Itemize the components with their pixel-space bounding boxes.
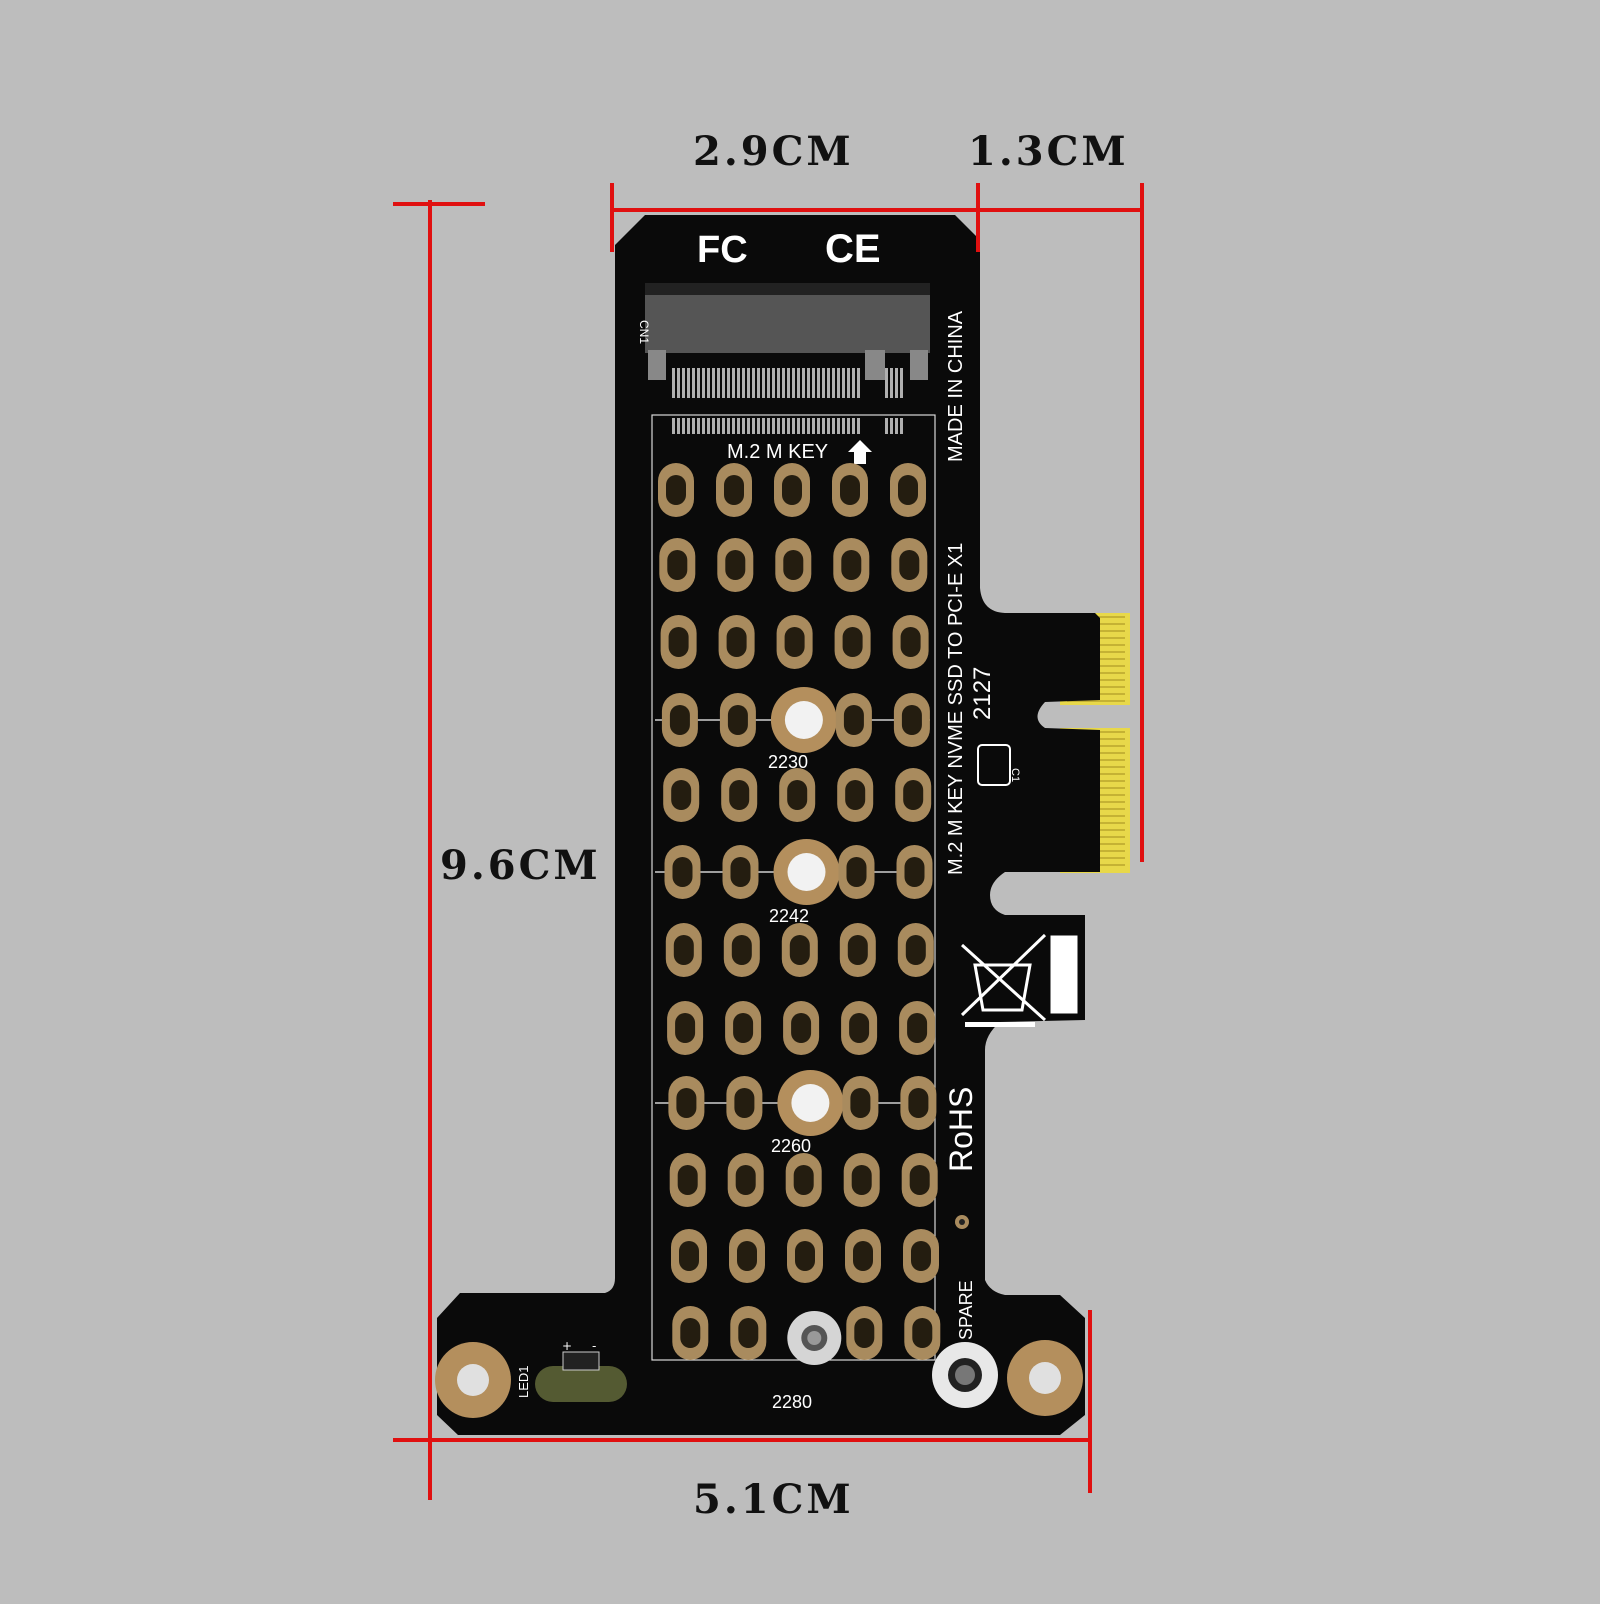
gold-pad — [664, 845, 701, 899]
dimension-lines — [393, 183, 1144, 1500]
pcb-board — [437, 215, 1100, 1435]
gold-pad — [846, 1306, 883, 1360]
standoff-hole — [777, 1070, 844, 1136]
gold-pad — [892, 615, 929, 669]
gold-pad — [665, 923, 702, 977]
gold-pad — [660, 615, 697, 669]
gold-pad — [893, 693, 930, 747]
gold-pad — [832, 463, 868, 517]
gold-pad — [837, 768, 874, 822]
standoff-pad-grid — [655, 463, 941, 1365]
gold-pad — [776, 615, 813, 669]
led-footprint — [535, 1366, 627, 1402]
gold-pad — [896, 845, 933, 899]
gold-pad — [833, 538, 870, 592]
gold-pad — [719, 693, 756, 747]
gold-pad — [723, 923, 760, 977]
rohs-text: RoHS — [943, 1087, 979, 1172]
dimension-top-width-label: 2.9CM — [693, 128, 854, 175]
gold-pad — [667, 1001, 704, 1055]
gold-pad — [722, 845, 759, 899]
gold-pad — [661, 693, 698, 747]
gold-pad — [725, 1001, 762, 1055]
mounting-hole-left — [435, 1342, 511, 1418]
fc-mark: FC — [697, 229, 748, 271]
gold-pad — [717, 538, 754, 592]
gold-pad — [839, 923, 876, 977]
gold-pad — [899, 1001, 936, 1055]
gold-pad — [727, 1153, 764, 1207]
gold-pad — [845, 1229, 881, 1283]
gold-pad — [775, 538, 812, 592]
gold-pad — [672, 1306, 709, 1360]
m2-slot — [645, 283, 930, 434]
svg-text:+: + — [562, 1339, 572, 1353]
gold-pad — [716, 463, 752, 517]
gold-pad — [671, 1229, 707, 1283]
gold-pad — [730, 1306, 767, 1360]
model-text: M.2 M KEY NVME SSD TO PCI-E X1 — [945, 543, 967, 875]
position-label-2260: 2260 — [771, 1136, 811, 1156]
gold-pad — [718, 615, 755, 669]
standoff-screw — [787, 1311, 842, 1365]
position-label-2242: 2242 — [769, 906, 809, 926]
gold-pad — [842, 1076, 879, 1130]
gold-pad — [843, 1153, 880, 1207]
gold-pad — [904, 1306, 941, 1360]
gold-pad — [659, 538, 696, 592]
gold-pad — [779, 768, 816, 822]
made-in-china-text: MADE IN CHINA — [945, 310, 967, 462]
gold-pad — [669, 1153, 706, 1207]
gold-pad — [895, 768, 932, 822]
gold-pad — [658, 463, 694, 517]
gold-pad — [903, 1229, 939, 1283]
capacitor-c1-footprint — [977, 744, 1011, 786]
dimension-height-label: 9.6CM — [440, 842, 601, 889]
gold-pad — [783, 1001, 820, 1055]
gold-pad — [663, 768, 700, 822]
spare-text: SPARE — [956, 1280, 976, 1340]
gold-pad — [785, 1153, 822, 1207]
gold-pad — [781, 923, 818, 977]
ce-mark: CE — [825, 227, 881, 271]
standoff-hole — [773, 839, 840, 905]
gold-pad — [726, 1076, 763, 1130]
gold-pad — [891, 538, 928, 592]
ssd-outline — [651, 414, 936, 1361]
gold-pad — [890, 463, 926, 517]
gold-pad — [787, 1229, 823, 1283]
led1-text: LED1 — [516, 1365, 531, 1398]
mounting-hole-right — [1007, 1340, 1083, 1416]
c1-text: C1 — [1009, 768, 1021, 782]
dimension-connector-width-label: 1.3CM — [968, 128, 1129, 175]
gold-pad — [901, 1153, 938, 1207]
position-label-2280: 2280 — [772, 1392, 812, 1412]
weee-bin-icon — [960, 933, 1078, 1027]
position-label-2230: 2230 — [768, 752, 808, 772]
gold-pad — [668, 1076, 705, 1130]
gold-pad — [729, 1229, 765, 1283]
gold-pad — [835, 693, 872, 747]
gold-pad — [900, 1076, 937, 1130]
gold-pad — [834, 615, 871, 669]
date-code-text: 2127 — [969, 667, 996, 720]
gold-pad — [897, 923, 934, 977]
gold-pad — [841, 1001, 878, 1055]
slot-label-text: M.2 M KEY — [727, 441, 828, 463]
svg-text:-: - — [592, 1339, 596, 1353]
dimension-bottom-width-label: 5.1CM — [693, 1476, 854, 1523]
gold-pad — [721, 768, 758, 822]
gold-pad — [774, 463, 810, 517]
spare-hole — [932, 1342, 998, 1408]
cn1-text: CN1 — [637, 320, 651, 344]
standoff-hole — [770, 687, 837, 753]
gold-pad — [838, 845, 875, 899]
arrow-up-icon — [848, 440, 872, 464]
